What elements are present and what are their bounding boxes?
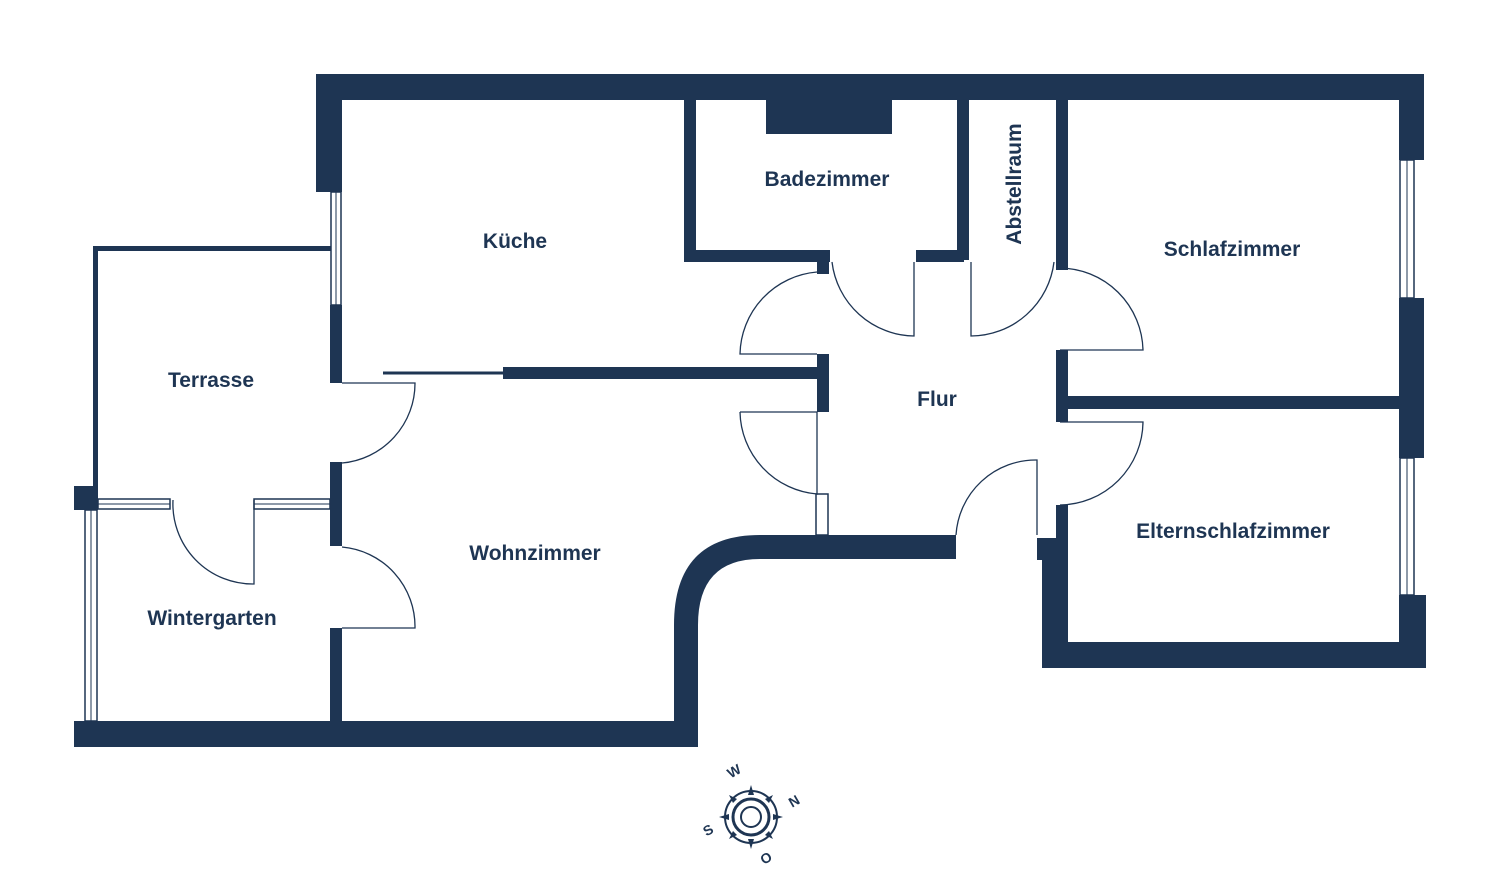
- compass-north: N: [786, 792, 803, 811]
- compass-south: S: [700, 821, 716, 840]
- room-label-abstellraum: Abstellraum: [1003, 123, 1026, 244]
- room-labels: Küche Badezimmer Abstellraum Schlafzimme…: [147, 123, 1330, 630]
- compass-east: O: [757, 848, 775, 867]
- room-label-kueche: Küche: [483, 230, 547, 253]
- compass-icon: W N S O: [700, 760, 802, 867]
- room-label-elternschlafzimmer: Elternschlafzimmer: [1136, 520, 1330, 543]
- door-eingang: [955, 459, 1038, 536]
- doors: [172, 261, 1144, 629]
- room-label-flur: Flur: [917, 388, 957, 411]
- windows: [84, 159, 1415, 722]
- room-label-wohnzimmer: Wohnzimmer: [469, 542, 600, 565]
- door-kueche: [739, 271, 818, 355]
- room-label-wintergarten: Wintergarten: [147, 607, 276, 630]
- interior-walls: [93, 100, 1399, 721]
- compass-west: W: [724, 760, 744, 781]
- room-label-badezimmer: Badezimmer: [765, 168, 890, 191]
- door-elternschlafzimmer: [1059, 421, 1144, 506]
- door-terrasse: [341, 382, 416, 464]
- door-terrasse-wintergarten: [172, 499, 255, 585]
- door-abstellraum: [970, 261, 1055, 337]
- room-label-terrasse: Terrasse: [168, 369, 254, 392]
- outer-walls: [74, 74, 1426, 747]
- door-wohnzimmer: [739, 411, 818, 495]
- door-schlafzimmer: [1059, 267, 1144, 351]
- door-wintergarten-wohnzimmer: [341, 546, 416, 629]
- door-badezimmer: [831, 261, 915, 337]
- room-label-schlafzimmer: Schlafzimmer: [1164, 238, 1301, 261]
